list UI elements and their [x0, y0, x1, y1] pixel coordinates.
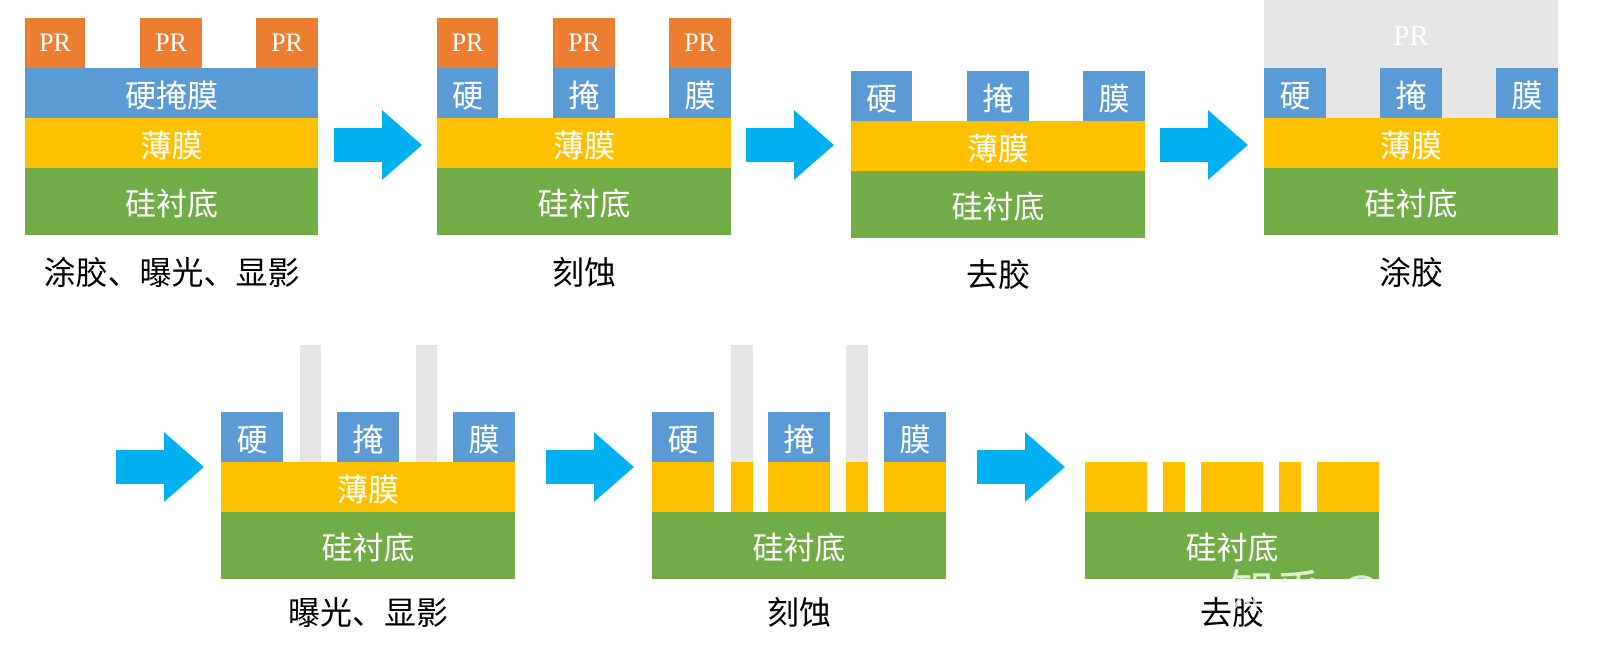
step6-resist-pillar [846, 345, 868, 462]
step6-film-segment [846, 462, 868, 512]
step4-hardmask-left: 硬 [1264, 68, 1326, 118]
step6-hardmask-left: 硬 [652, 412, 714, 462]
step1-pr-mid: PR [140, 18, 202, 68]
step5-resist-pillar [416, 345, 437, 462]
step4-film: 薄膜 [1264, 118, 1558, 168]
step4-hardmask-right: 膜 [1496, 68, 1558, 118]
step6-hardmask-mid: 掩 [768, 412, 830, 462]
step3-caption: 去胶 [965, 256, 1030, 294]
step1-caption: 涂胶、曝光、显影 [43, 254, 300, 292]
step7-film-segment [1317, 462, 1379, 512]
step7-film-segment [1085, 462, 1147, 512]
step4-substrate: 硅衬底 [1264, 168, 1558, 235]
step5-hardmask-mid: 掩 [337, 412, 399, 462]
arrow-icon [334, 110, 422, 180]
step4-caption: 涂胶 [1378, 254, 1443, 292]
step6-film-segment [884, 462, 946, 512]
watermark: 知乎 @Seeker [1228, 565, 1549, 619]
step2-hardmask-left: 硬 [437, 68, 498, 118]
step6-film-segment [768, 462, 830, 512]
step2-pr-left: PR [437, 18, 498, 68]
step5-substrate: 硅衬底 [221, 512, 515, 579]
arrow-icon [1160, 110, 1248, 180]
step3-hardmask-mid: 掩 [967, 71, 1029, 121]
step2-hardmask-right: 膜 [669, 68, 731, 118]
step3-hardmask-right: 膜 [1083, 71, 1145, 121]
step1-pr-left: PR [25, 18, 85, 68]
step7-film-segment [1163, 462, 1185, 512]
step1-pr-right: PR [256, 18, 318, 68]
step3-film: 薄膜 [851, 121, 1145, 171]
step5-hardmask-right: 膜 [453, 412, 515, 462]
step7-caption: 去胶 [1199, 594, 1264, 632]
step6-film-segment [652, 462, 714, 512]
step2-substrate: 硅衬底 [437, 168, 731, 235]
step3-hardmask-left: 硬 [851, 71, 912, 121]
arrow-icon [546, 432, 634, 502]
step5-film: 薄膜 [221, 462, 515, 512]
step2-caption: 刻蚀 [551, 254, 616, 292]
step7-film-segment [1201, 462, 1263, 512]
step5-hardmask-left: 硬 [221, 412, 283, 462]
arrow-icon [746, 110, 834, 180]
arrow-icon [977, 432, 1065, 502]
step6-substrate: 硅衬底 [652, 512, 946, 579]
step5-caption: 曝光、显影 [287, 594, 448, 632]
step7-substrate: 硅衬底 [1085, 512, 1379, 579]
step6-resist-pillar [731, 345, 753, 462]
step2-pr-mid: PR [553, 18, 615, 68]
step3-substrate: 硅衬底 [851, 171, 1145, 238]
step6-caption: 刻蚀 [766, 594, 831, 632]
step7-film-segment [1279, 462, 1301, 512]
step2-film: 薄膜 [437, 118, 731, 168]
step4-hardmask-mid: 掩 [1380, 68, 1442, 118]
step2-pr-right: PR [669, 18, 731, 68]
step6-hardmask-right: 膜 [884, 412, 946, 462]
step2-hardmask-mid: 掩 [553, 68, 615, 118]
step6-film-segment [731, 462, 753, 512]
arrow-icon [116, 432, 204, 502]
step5-resist-pillar [300, 345, 321, 462]
step1-film: 薄膜 [25, 118, 318, 168]
step1-substrate: 硅衬底 [25, 168, 318, 235]
step1-hardmask: 硬掩膜 [25, 68, 318, 118]
